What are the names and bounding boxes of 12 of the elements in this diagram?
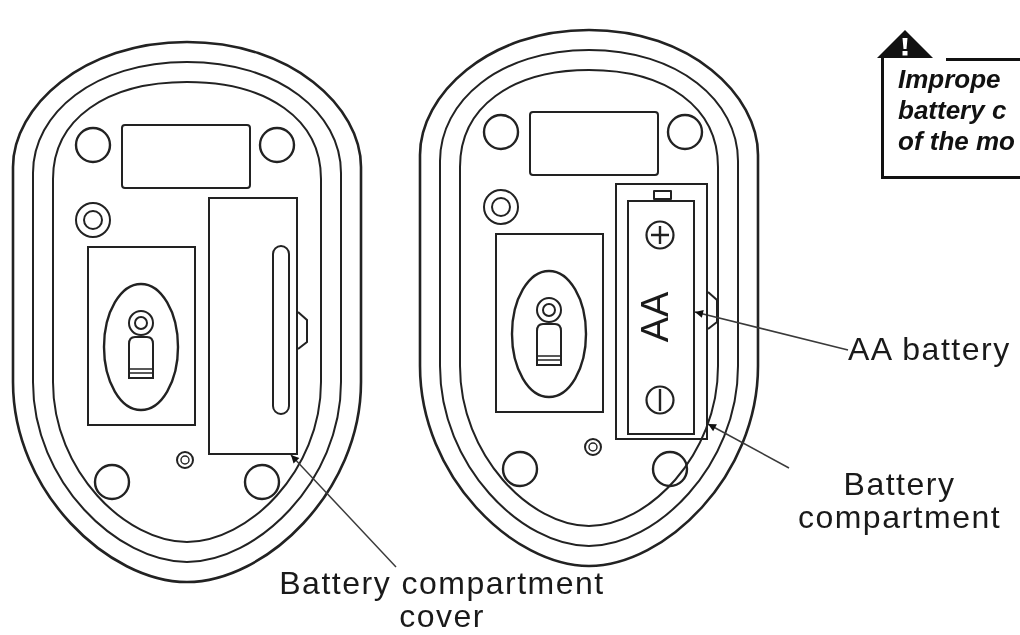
warning-text: Imprope battery c of the mo (898, 64, 1016, 157)
part-label: Battery compartment (787, 468, 1012, 534)
leader-line (290, 454, 397, 568)
leader-line (707, 423, 790, 469)
warning-box (881, 58, 1020, 179)
part-label: AA battery (848, 333, 1011, 366)
leader-line (694, 310, 849, 351)
battery-cover (208, 197, 298, 455)
aa-battery (627, 200, 695, 435)
battery-marking: AA (636, 291, 674, 343)
part-label: Battery compartment cover (262, 567, 622, 633)
battery-compartment (615, 183, 708, 440)
